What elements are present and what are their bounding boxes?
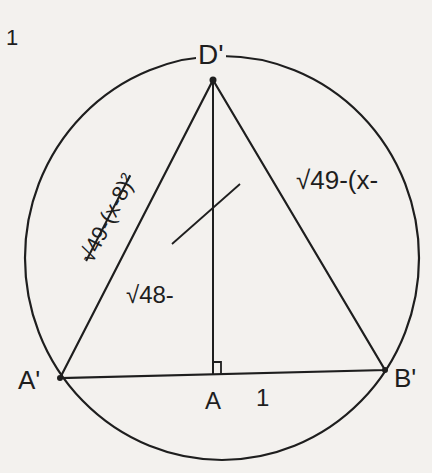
right-angle-mark: [213, 362, 221, 374]
point: [382, 367, 388, 373]
math-label: √49-(x-8)²: [74, 168, 141, 268]
math-label: √48-: [124, 282, 176, 308]
math-label: D': [196, 40, 226, 71]
circumcircle: [25, 56, 419, 460]
math-label: 1: [254, 385, 271, 411]
math-label: A': [16, 366, 42, 395]
math-label: B': [392, 364, 418, 393]
point: [57, 375, 63, 381]
point: [210, 77, 217, 84]
tick-line: [172, 184, 240, 244]
math-label: 1: [4, 26, 20, 50]
altitude: [212, 80, 214, 374]
math-label: A: [203, 388, 223, 414]
triangle: [60, 80, 385, 378]
math-label: √49-(x-: [294, 166, 380, 195]
